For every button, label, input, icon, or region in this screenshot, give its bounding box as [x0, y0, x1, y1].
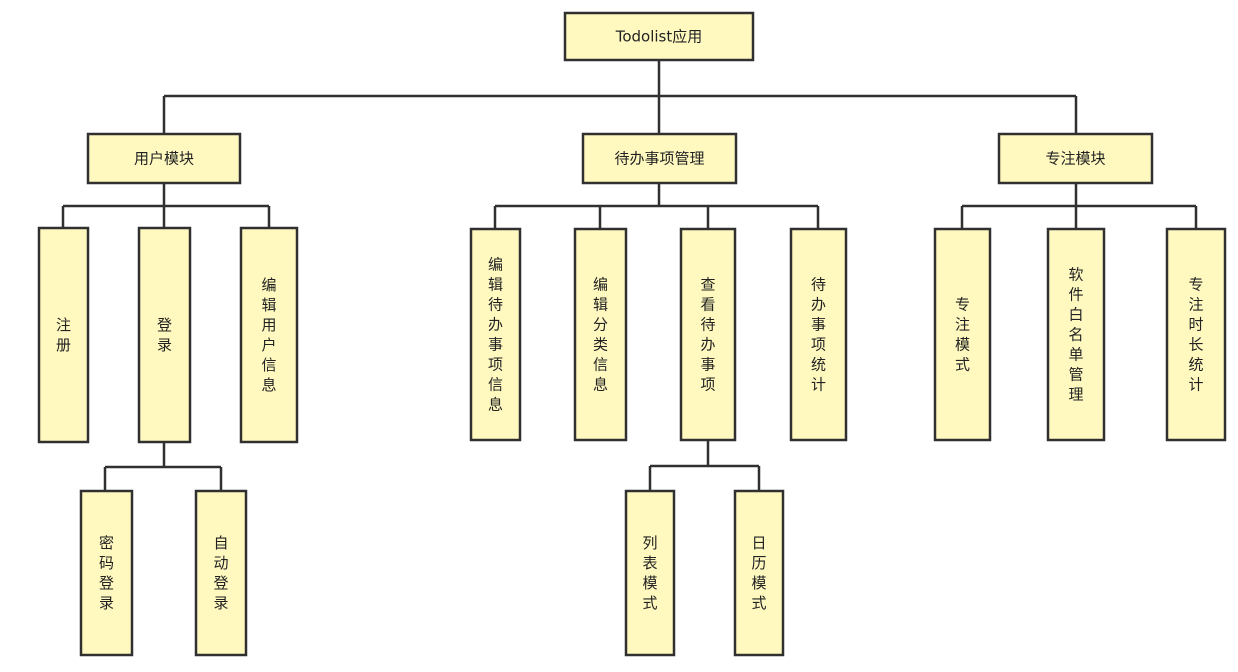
connector-focus-children	[960, 183, 1198, 229]
password-login-node: 密码登录	[79, 489, 134, 657]
view-todo-label: 查看待办事项	[700, 276, 715, 394]
app-whitelist-node: 软件白名单管理	[1046, 227, 1106, 442]
register-label: 注册	[56, 316, 71, 354]
focus-mode-label: 专注模式	[955, 296, 970, 374]
view-todo-node: 查看待办事项	[679, 227, 737, 442]
app-whitelist-label: 软件白名单管理	[1068, 266, 1083, 404]
todo-stats-label: 待办事项统计	[811, 276, 826, 394]
connector-root-modules	[162, 60, 1078, 134]
focus-mode-node: 专注模式	[933, 227, 992, 442]
auto-login-node: 自动登录	[194, 489, 248, 657]
todo-module-label: 待办事项管理	[614, 150, 704, 168]
connector-user-children	[61, 183, 271, 228]
root-node: Todolist应用	[563, 11, 755, 62]
list-mode-label: 列表模式	[642, 534, 657, 612]
connector-view-children	[648, 440, 761, 491]
focus-module-label: 专注模块	[1045, 150, 1105, 168]
focus-time-stats-label: 专注时长统计	[1188, 276, 1203, 394]
edit-todo-info-label: 编辑待办事项信息	[488, 256, 503, 414]
focus-time-stats-node: 专注时长统计	[1165, 227, 1227, 442]
user-module-label: 用户模块	[134, 150, 194, 168]
calendar-mode-node: 日历模式	[733, 489, 785, 657]
auto-login-label: 自动登录	[213, 534, 228, 612]
edit-user-info-node: 编辑用户信息	[239, 226, 299, 444]
edit-todo-info-node: 编辑待办事项信息	[469, 227, 522, 442]
password-login-label: 密码登录	[99, 534, 114, 612]
list-mode-node: 列表模式	[624, 489, 676, 657]
connector-login-children	[103, 442, 223, 491]
edit-category-info-label: 编辑分类信息	[593, 276, 608, 394]
todo-module-node: 待办事项管理	[581, 132, 738, 185]
edit-user-info-label: 编辑用户信息	[261, 276, 276, 394]
connector-todo-children	[493, 183, 820, 229]
edit-category-info-node: 编辑分类信息	[573, 227, 628, 442]
user-module-node: 用户模块	[86, 132, 242, 185]
todo-stats-node: 待办事项统计	[789, 227, 848, 442]
login-node: 登录	[137, 226, 192, 444]
focus-module-node: 专注模块	[997, 132, 1154, 185]
register-node: 注册	[37, 226, 90, 444]
login-label: 登录	[157, 316, 172, 354]
connectors	[61, 60, 1198, 491]
root-label: Todolist应用	[615, 28, 703, 46]
calendar-mode-label: 日历模式	[751, 534, 766, 612]
